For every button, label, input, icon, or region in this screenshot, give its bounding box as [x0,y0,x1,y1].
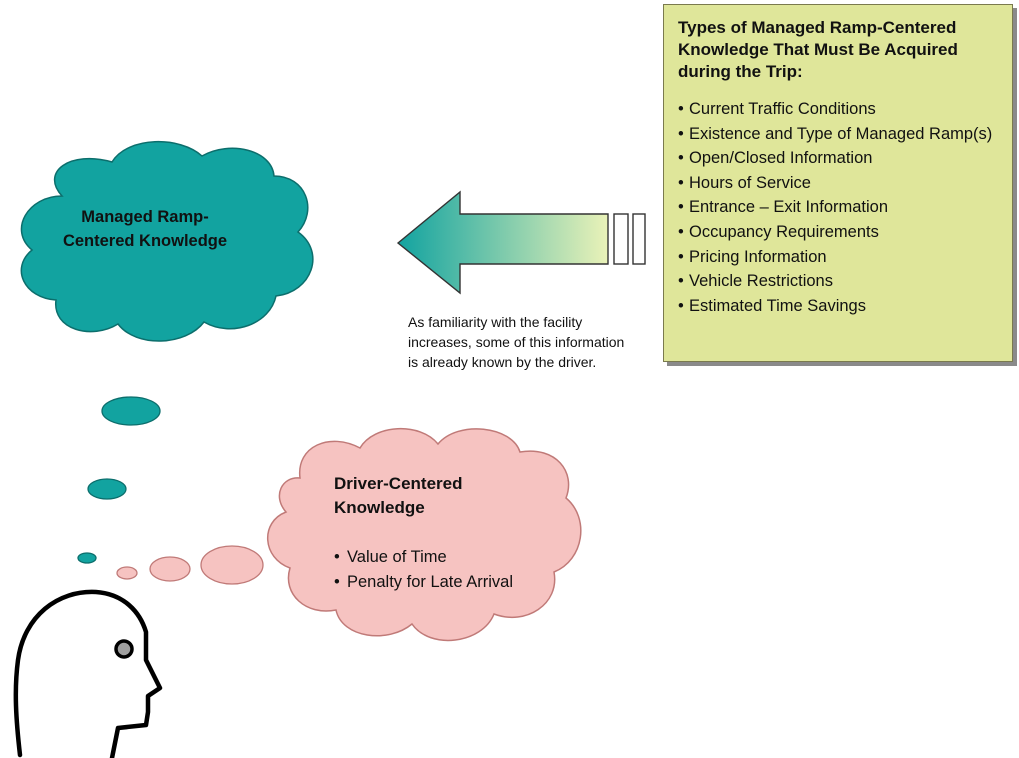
thought-bubble-teal-medium [87,478,127,500]
list-item: Current Traffic Conditions [678,97,1000,122]
list-item: Open/Closed Information [678,146,1000,171]
driver-knowledge-list: Value of Time Penalty for Late Arrival [334,545,513,595]
driver-knowledge-title: Driver-Centered Knowledge [334,474,463,517]
managed-knowledge-label: Managed Ramp- Centered Knowledge [62,208,228,250]
driver-knowledge-cloud [267,427,582,642]
acquired-knowledge-panel: Types of Managed Ramp-Centered Knowledge… [663,4,1013,362]
list-item: Estimated Time Savings [678,294,1000,319]
thought-bubble-teal-large [101,396,161,426]
list-item: Pricing Information [678,245,1000,270]
acquired-knowledge-title: Types of Managed Ramp-Centered Knowledge… [678,18,958,81]
thought-bubble-pink-medium [149,556,191,582]
list-item: Hours of Service [678,171,1000,196]
thought-bubble-pink-small [116,566,138,580]
driver-head-icon [13,589,163,758]
thought-bubble-pink-large [200,545,264,585]
managed-knowledge-cloud [20,140,314,342]
thought-bubble-teal-small [77,552,97,564]
familiarity-note: As familiarity with the facility increas… [408,314,625,370]
list-item: Value of Time [334,545,513,570]
acquired-knowledge-list: Current Traffic Conditions Existence and… [678,97,1000,318]
list-item: Occupancy Requirements [678,220,1000,245]
list-item: Existence and Type of Managed Ramp(s) [678,122,1000,147]
knowledge-acquisition-arrow [396,190,646,295]
list-item: Vehicle Restrictions [678,269,1000,294]
list-item: Penalty for Late Arrival [334,570,513,595]
list-item: Entrance – Exit Information [678,195,1000,220]
